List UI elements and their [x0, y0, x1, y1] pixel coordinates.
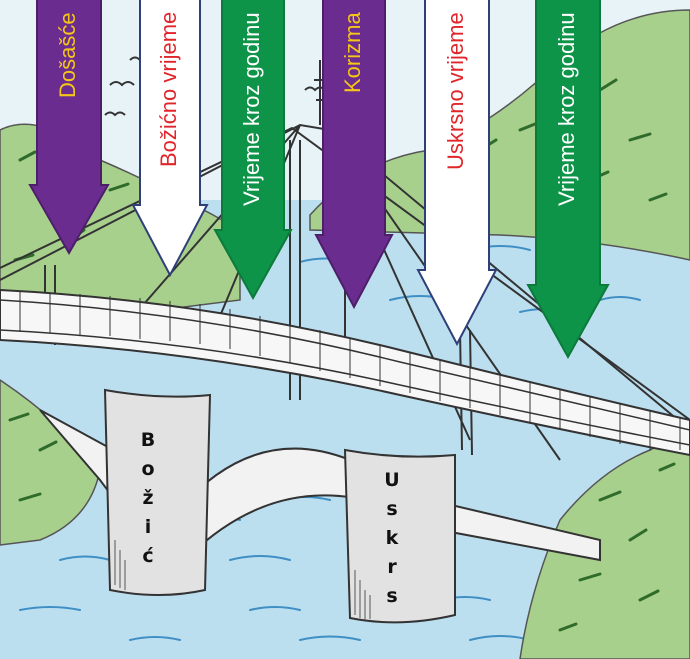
- arrow-dosasce: Došašće: [28, 0, 110, 256]
- pier-letter: ć: [142, 545, 154, 567]
- pier-letter: r: [387, 556, 397, 578]
- hill-right-near: [519, 429, 690, 659]
- railing-posts: [19, 292, 681, 451]
- arrow-shape-vrijeme-kroz-godinu-1: [213, 0, 293, 301]
- pier-letter: i: [144, 516, 152, 538]
- pier-right: [343, 448, 456, 624]
- arrow-label-vrijeme-kroz-godinu-1: Vrijeme kroz godinu: [239, 12, 264, 206]
- arrow-label-korizma: Korizma: [340, 12, 365, 93]
- pier-letter: s: [386, 585, 398, 607]
- arrow-shape-vrijeme-kroz-godinu-2: [526, 0, 610, 360]
- arrow-label-uskrsno-vrijeme: Uskrsno vrijeme: [443, 12, 468, 170]
- pier-letter: o: [141, 458, 155, 480]
- pier-letter: s: [386, 498, 398, 520]
- arrow-uskrsno-vrijeme: Uskrsno vrijeme: [416, 0, 498, 347]
- arrow-shape-uskrsno-vrijeme: [416, 0, 498, 347]
- arrow-vrijeme-kroz-godinu-1: Vrijeme kroz godinu: [213, 0, 293, 301]
- pier-left: [103, 388, 212, 596]
- arrow-bozicno-vrijeme: Božićno vrijeme: [131, 0, 209, 278]
- arrow-label-dosasce: Došašće: [55, 12, 80, 98]
- arrow-label-vrijeme-kroz-godinu-2: Vrijeme kroz godinu: [554, 12, 579, 206]
- arrow-shape-bozicno-vrijeme: [131, 0, 209, 278]
- pier-letter: U: [384, 469, 400, 491]
- bridge-railing: [0, 299, 690, 446]
- arrow-shape-dosasce: [28, 0, 110, 256]
- arrow-shape-korizma: [314, 0, 394, 310]
- pier-letter: B: [140, 429, 156, 451]
- pier-letter: k: [385, 527, 399, 549]
- arrow-vrijeme-kroz-godinu-2: Vrijeme kroz godinu: [526, 0, 610, 360]
- arrow-label-bozicno-vrijeme: Božićno vrijeme: [156, 12, 181, 168]
- pier-letter: ž: [142, 487, 154, 509]
- pier-shading: [114, 540, 371, 620]
- arrow-korizma: Korizma: [314, 0, 394, 310]
